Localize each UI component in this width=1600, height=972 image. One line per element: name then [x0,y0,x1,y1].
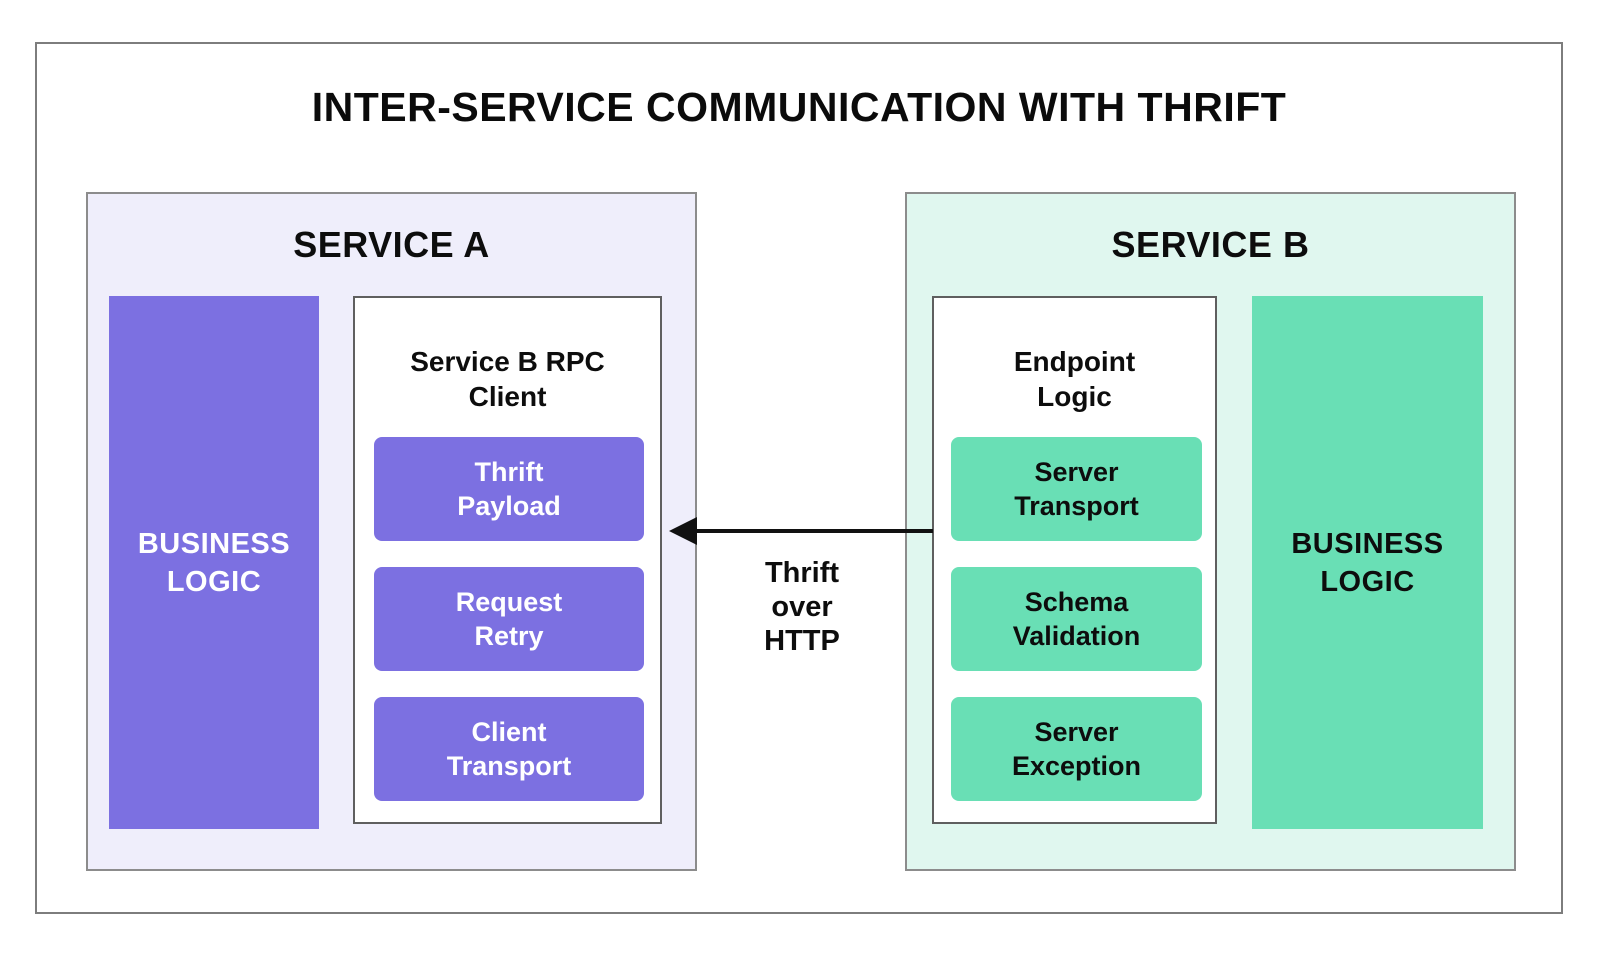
thrift-arrow-label: Thrift over HTTP [764,557,840,657]
server-transport-box: Server Transport [951,437,1202,541]
rpc-client-title: Service B RPC Client [410,346,605,412]
client-transport-box: Client Transport [374,697,644,801]
endpoint-logic-title: Endpoint Logic [1013,346,1136,412]
thrift-arrow-line [695,529,933,533]
service-b-business-logic-box: BUSINESS LOGIC [1252,296,1483,829]
server-exception-box: Server Exception [951,697,1202,801]
schema-validation-box: Schema Validation [951,567,1202,671]
service-a-title: SERVICE A [293,224,490,265]
service-b-title: SERVICE B [1111,224,1310,265]
service-b-panel: SERVICE B Endpoint Logic Server Transpor… [905,192,1516,871]
service-a-panel: SERVICE A BUSINESS LOGIC Service B RPC C… [86,192,697,871]
thrift-payload-box: Thrift Payload [374,437,644,541]
endpoint-logic-box: Endpoint Logic Server Transport Schema V… [932,296,1217,824]
service-a-business-logic-box: BUSINESS LOGIC [109,296,319,829]
request-retry-box: Request Retry [374,567,644,671]
arrow-left-icon [669,517,697,545]
rpc-client-box: Service B RPC Client Thrift Payload Requ… [353,296,662,824]
diagram-title: INTER-SERVICE COMMUNICATION WITH THRIFT [311,84,1287,130]
